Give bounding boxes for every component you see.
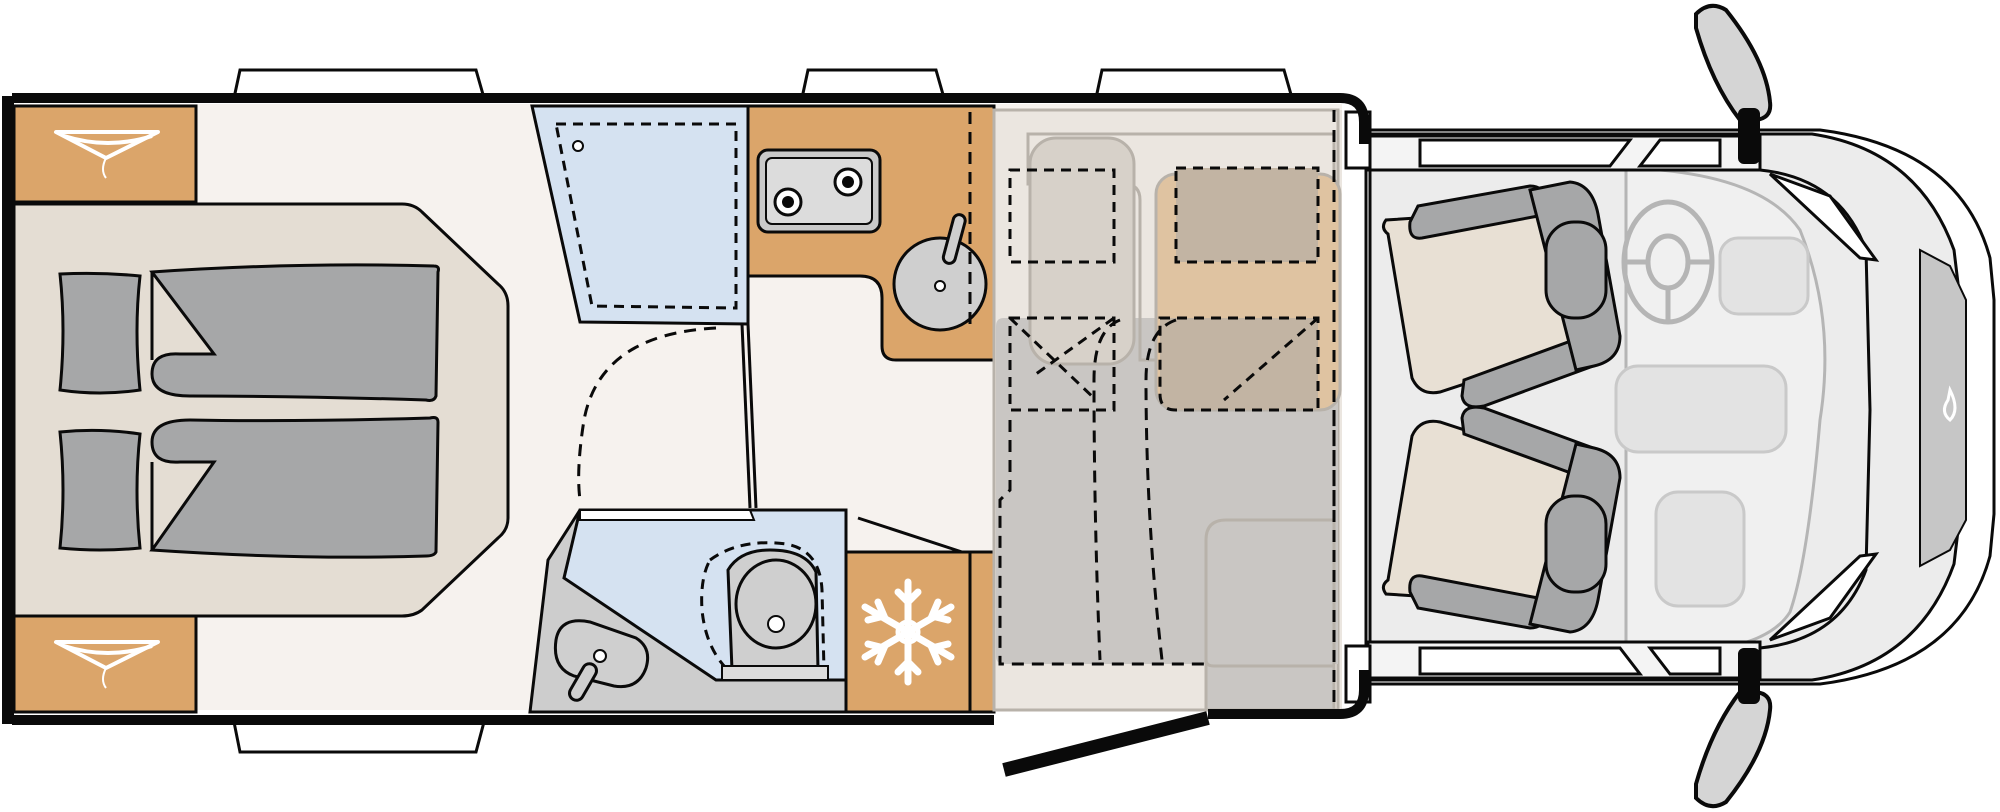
shower-door-swing xyxy=(577,326,717,501)
shower xyxy=(530,104,758,509)
mirror-top xyxy=(1694,3,1773,164)
pillow xyxy=(58,271,142,552)
shower-drain xyxy=(572,140,584,152)
rear-bed xyxy=(12,202,510,618)
cab-windows xyxy=(1366,134,1762,680)
hob xyxy=(756,148,882,234)
driver-pedals xyxy=(1718,236,1810,316)
entry-door xyxy=(1002,711,1210,777)
cab xyxy=(1344,3,1996,809)
rear-wardrobes xyxy=(12,104,198,714)
hanger-icon xyxy=(54,640,160,689)
headlight-bottom xyxy=(1768,552,1880,642)
driver-seat xyxy=(1381,180,1622,409)
headlight-top xyxy=(1768,172,1880,262)
wall-top xyxy=(12,93,1369,144)
snowflake-icon xyxy=(861,578,955,686)
wall-bottom-front xyxy=(1208,670,1369,719)
outer-walls xyxy=(2,93,1369,777)
steering-wheel-icon xyxy=(1621,199,1715,325)
window-bottom-rear xyxy=(232,720,486,754)
windscreen xyxy=(1759,168,1872,650)
wardrobe-bottom xyxy=(12,614,198,714)
washroom xyxy=(528,508,848,714)
mattress xyxy=(149,263,440,559)
entrance-seat xyxy=(1204,518,1336,712)
center-console xyxy=(1614,364,1788,454)
wardrobe-top xyxy=(12,104,198,204)
dinette-table-dashed xyxy=(1008,168,1116,264)
bonnet xyxy=(1919,248,1967,568)
toilet xyxy=(700,541,829,681)
kitchen-sink xyxy=(892,213,988,332)
passenger-seat xyxy=(1381,405,1622,634)
hanger-icon xyxy=(54,130,160,179)
kitchen xyxy=(746,104,996,362)
fridge xyxy=(844,516,996,714)
brand-logo-icon xyxy=(1943,385,1957,423)
dinette-cushion xyxy=(1028,136,1136,366)
washbasin xyxy=(553,619,650,702)
mirror-bottom xyxy=(1694,648,1773,809)
passenger-dash xyxy=(1654,490,1746,608)
dinette xyxy=(992,108,1342,712)
